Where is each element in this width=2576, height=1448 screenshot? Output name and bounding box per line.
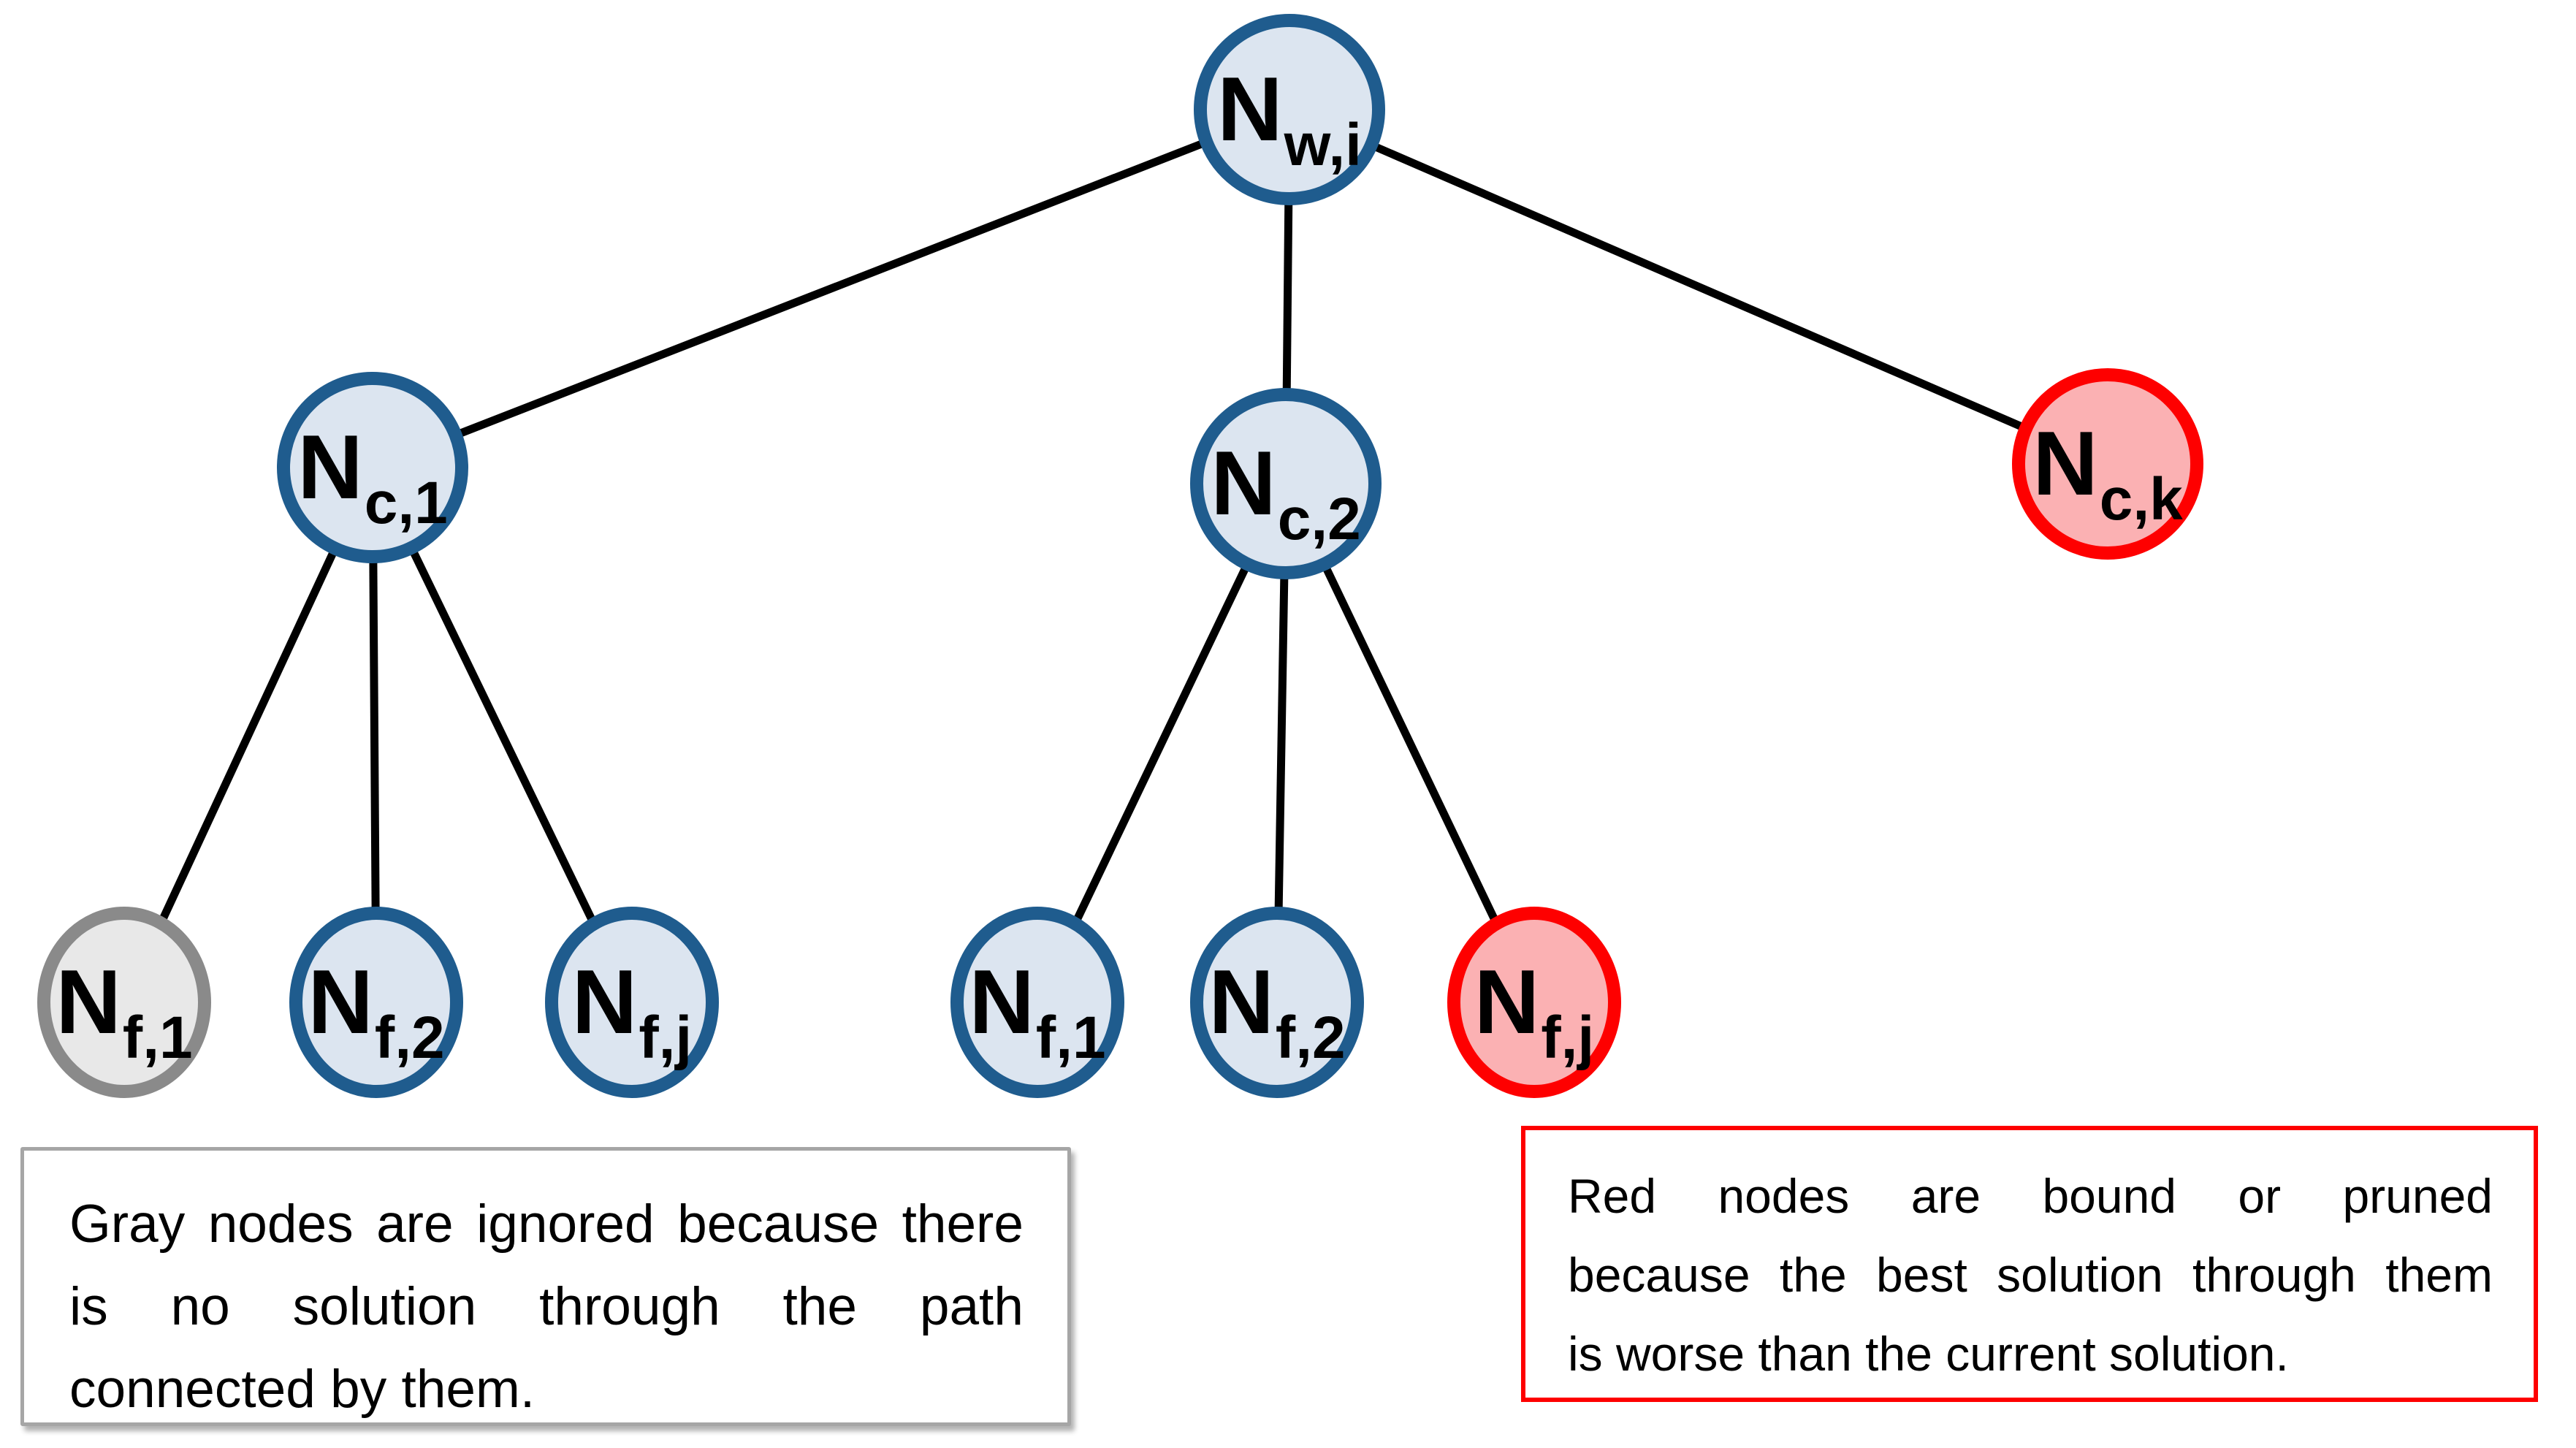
node-circle — [1447, 907, 1621, 1098]
node-circle — [277, 372, 468, 563]
tree-edge-c2-c2fj — [1282, 481, 1538, 1005]
tree-node-ck: Nc,k — [2012, 368, 2203, 560]
note-line: is worse than the current solution. — [1568, 1327, 2289, 1381]
tree-edge-c1-c1f1 — [121, 465, 376, 1005]
tree-edge-c1-c1fj — [369, 465, 636, 1005]
tree-nodes: Nw,iNc,1 Nc,2 Nc,kNf,1 Nf,2 Nf,j Nf,1 Nf,2 Nf,j — [37, 14, 2203, 1098]
node-label: Nw,i — [1217, 59, 1362, 178]
tree-node-c1fj: Nf,j — [545, 907, 719, 1098]
node-label: Nf,1 — [56, 952, 192, 1071]
node-circle — [545, 907, 719, 1098]
node-label: Nf,2 — [308, 952, 444, 1071]
tree-node-c2f2: Nf,2 — [1190, 907, 1364, 1098]
node-circle — [1190, 907, 1364, 1098]
tree-node-c2f1: Nf,1 — [950, 907, 1124, 1098]
tree-node-c2fj: Nf,j — [1447, 907, 1621, 1098]
tree-edge-root-ck — [1287, 105, 2110, 468]
node-circle — [2012, 368, 2203, 560]
tree-node-c1f1: Nf,1 — [37, 907, 211, 1098]
node-label: Nf,1 — [969, 952, 1105, 1071]
tree-node-c1f2: Nf,2 — [289, 907, 463, 1098]
node-label: Nf,j — [1474, 952, 1594, 1071]
node-circle — [37, 907, 211, 1098]
node-label: Nc,2 — [1211, 433, 1361, 552]
node-label: Nf,2 — [1208, 952, 1345, 1071]
node-label: Nc,1 — [297, 417, 448, 536]
note-line: connected by them. — [69, 1360, 536, 1419]
node-circle — [1190, 388, 1382, 579]
node-circle — [950, 907, 1124, 1098]
node-label: Nc,k — [2032, 414, 2183, 533]
tree-node-c2: Nc,2 — [1190, 388, 1382, 579]
tree-node-c1: Nc,1 — [277, 372, 468, 563]
tree-edge-root-c1 — [370, 105, 1292, 472]
node-circle — [289, 907, 463, 1098]
tree-edge-c2-c2f1 — [1034, 481, 1289, 1005]
node-circle — [1194, 14, 1385, 205]
node-label: Nf,j — [572, 952, 692, 1071]
tree-edges — [121, 105, 2110, 1005]
tree-node-root: Nw,i — [1194, 14, 1385, 205]
